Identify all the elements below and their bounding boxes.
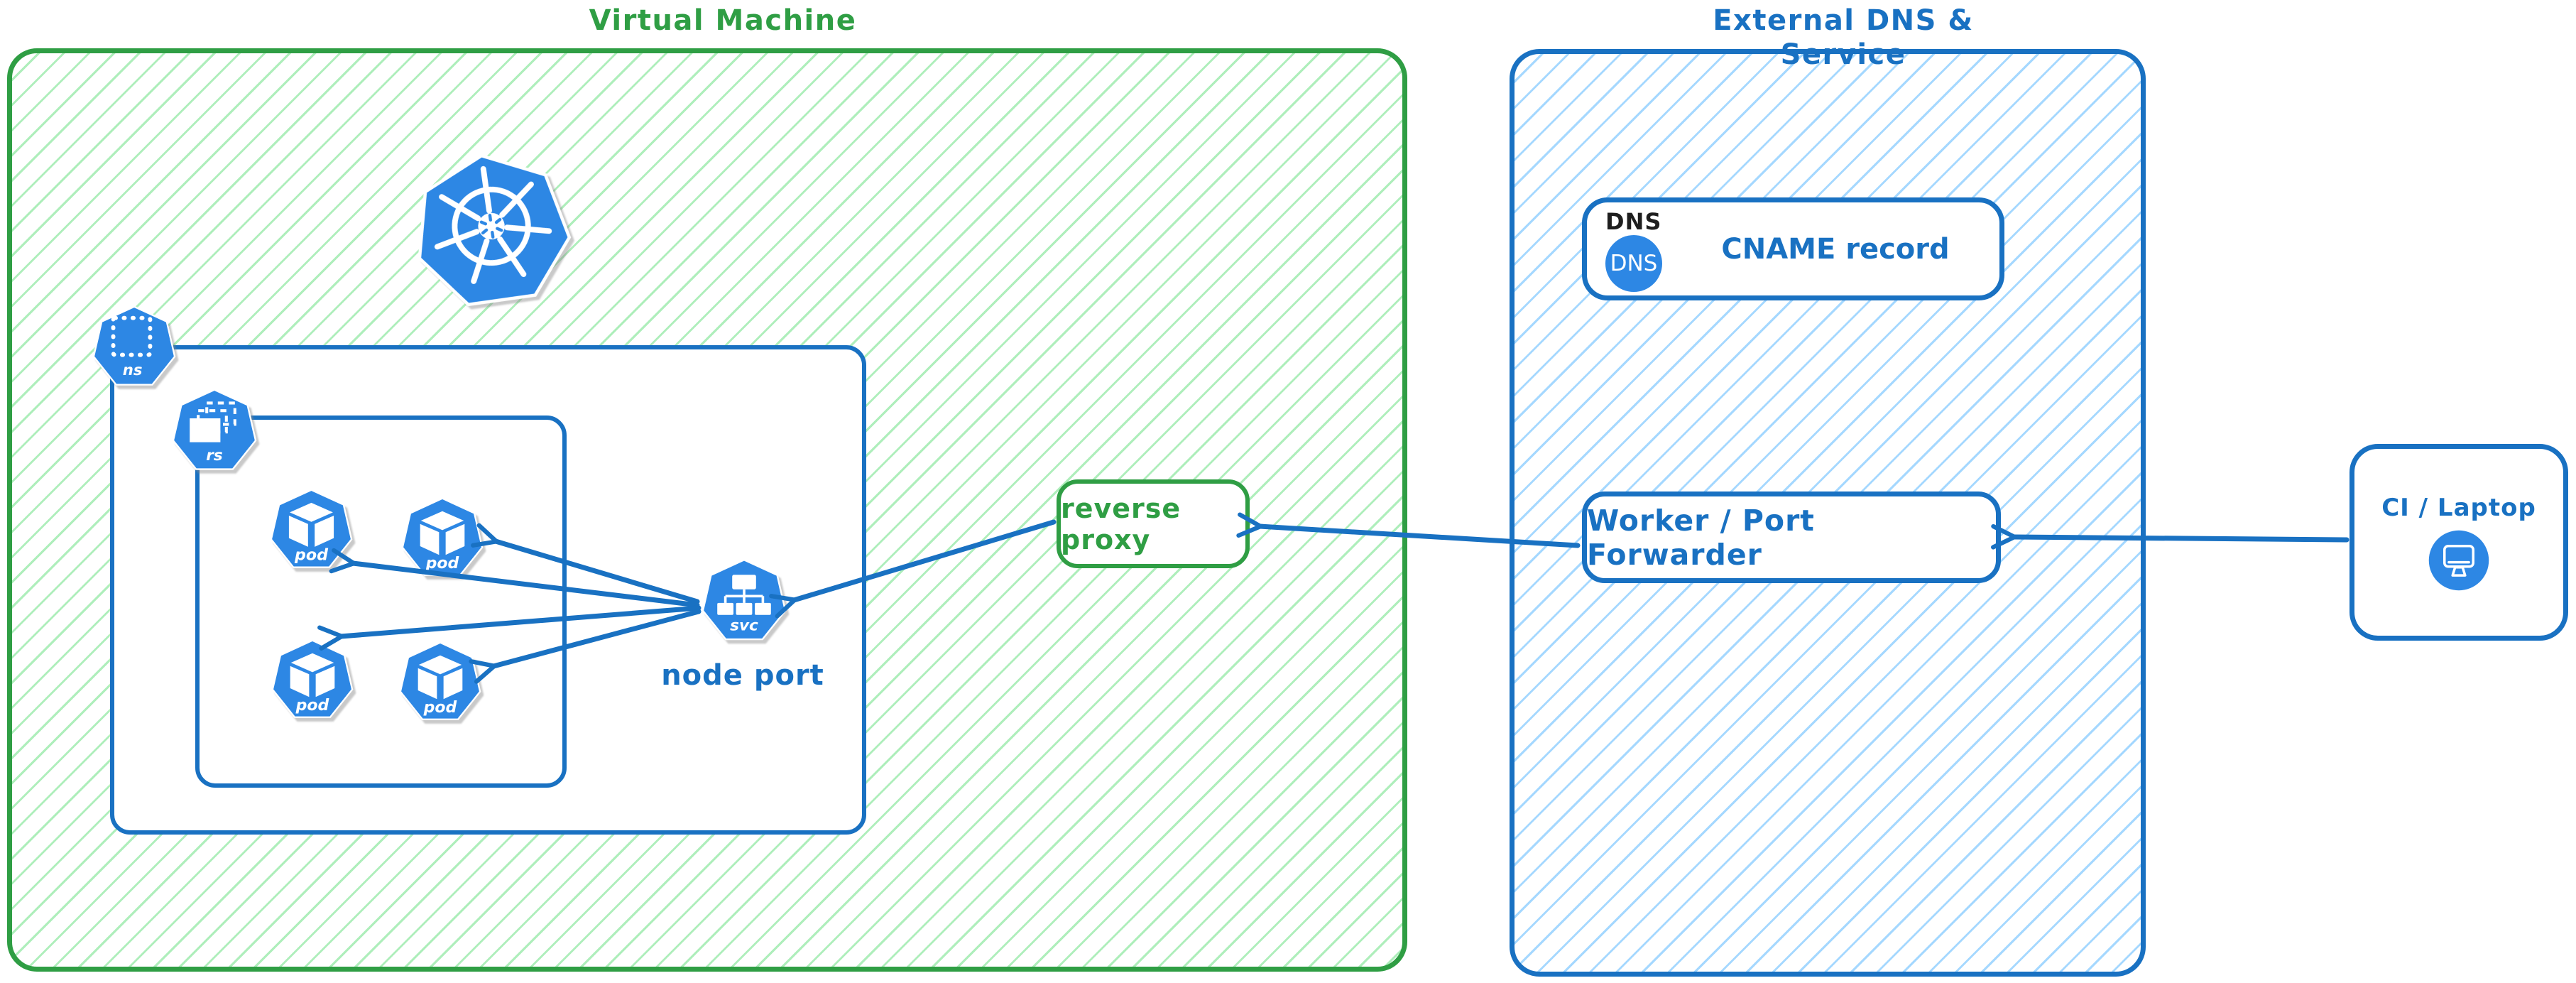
pod-badge: pod [423,699,457,717]
cname-record-label: CNAME record [1721,232,1950,266]
pod-badge: pod [294,546,329,565]
ci-laptop-box: CI / Laptop [2349,444,2568,641]
dns-badge-text: DNS [1610,251,1658,276]
reverse-proxy-label: reverse proxy [1061,492,1181,555]
worker-port-forwarder-label: Worker / Port Forwarder [1587,503,1815,572]
dns-badge-icon: DNS [1605,235,1662,292]
pod-icon: pod [270,489,353,572]
namespace-badge: ns [123,362,143,379]
virtual-machine-title: Virtual Machine [589,4,857,37]
monitor-icon [2428,529,2490,592]
external-dns-title: External DNS & Service [1713,4,1974,71]
pod-icon: pod [399,641,481,724]
service-icon: svc [702,556,787,646]
pod-badge: pod [425,555,459,572]
dns-record-box: DNS DNS CNAME record [1582,197,2004,300]
pod-badge: pod [295,697,329,715]
reverse-proxy-box: reverse proxy [1057,479,1250,568]
replicaset-badge: rs [206,447,223,465]
replicaset-icon: rs [172,389,257,474]
dns-tag: DNS [1605,208,1662,235]
worker-port-forwarder-box: Worker / Port Forwarder [1582,492,2001,583]
pod-icon: pod [271,639,354,722]
pod-icon: pod [401,497,484,580]
service-badge: svc [730,617,758,634]
node-port-label: node port [661,659,824,692]
namespace-icon: ns [92,305,176,389]
kubernetes-icon [403,141,580,321]
ci-laptop-label: CI / Laptop [2381,493,2536,522]
